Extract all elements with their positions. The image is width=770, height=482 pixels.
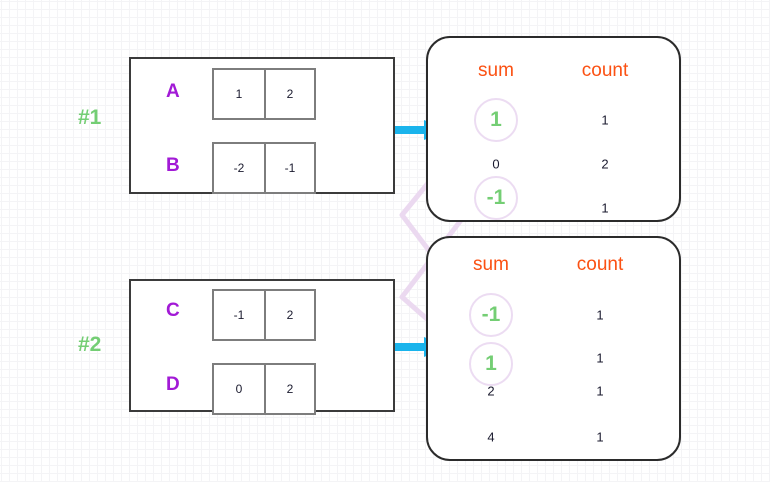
panel-2-sum-2: 2 bbox=[487, 383, 495, 399]
panel-2-sum-3: 4 bbox=[487, 429, 495, 445]
panel-1-count-0: 1 bbox=[601, 112, 609, 128]
panel-1-count-1: 2 bbox=[601, 156, 609, 172]
panel-1-sum-2: -1 bbox=[486, 186, 506, 209]
panel-1-count-2: 1 bbox=[601, 200, 609, 216]
cell-c-0: -1 bbox=[233, 308, 245, 322]
row-label-b: B bbox=[166, 155, 180, 176]
cell-a-1: 2 bbox=[264, 70, 314, 118]
result-panel-2 bbox=[426, 236, 681, 461]
cell-pair-a: 1 2 bbox=[212, 68, 316, 120]
cell-c-1: 2 bbox=[264, 291, 314, 339]
panel-2-sum-0: -1 bbox=[481, 303, 501, 326]
panel-2-count-2: 1 bbox=[596, 383, 604, 399]
panel-2-count-1: 1 bbox=[596, 350, 604, 366]
highlight-circle-p2-r2 bbox=[469, 342, 513, 386]
panel-2-sum-1: 1 bbox=[485, 352, 497, 375]
highlight-circle-p1-r1 bbox=[474, 98, 518, 142]
panel-2-sum-header: sum bbox=[473, 254, 509, 275]
result-panel-1 bbox=[426, 36, 681, 222]
panel-2-count-0: 1 bbox=[596, 307, 604, 323]
panel-2-count-header: count bbox=[576, 254, 624, 275]
cell-pair-c: -1 2 bbox=[212, 289, 316, 341]
panel-1-count-header: count bbox=[581, 60, 629, 81]
cell-b-1: -1 bbox=[264, 144, 314, 192]
panel-1-sum-header: sum bbox=[478, 60, 514, 81]
panel-1-sum-0: 1 bbox=[490, 108, 502, 131]
cell-d-0: 0 bbox=[235, 382, 243, 396]
cell-b-0: -2 bbox=[233, 161, 245, 175]
row-label-c: C bbox=[166, 300, 180, 321]
cell-pair-b: -2 -1 bbox=[212, 142, 316, 194]
cell-pair-d: 0 2 bbox=[212, 363, 316, 415]
highlight-circle-p2-r1 bbox=[469, 293, 513, 337]
panel-1-sum-1: 0 bbox=[492, 156, 500, 172]
row-label-d: D bbox=[166, 374, 180, 395]
row-label-a: A bbox=[166, 81, 180, 102]
cell-d-1: 2 bbox=[264, 365, 314, 413]
highlight-circle-p1-r3 bbox=[474, 176, 518, 220]
cell-a-0: 1 bbox=[235, 87, 243, 101]
partition-label-2: #2 bbox=[78, 333, 102, 356]
panel-2-count-3: 1 bbox=[596, 429, 604, 445]
partition-label-1: #1 bbox=[78, 106, 102, 129]
